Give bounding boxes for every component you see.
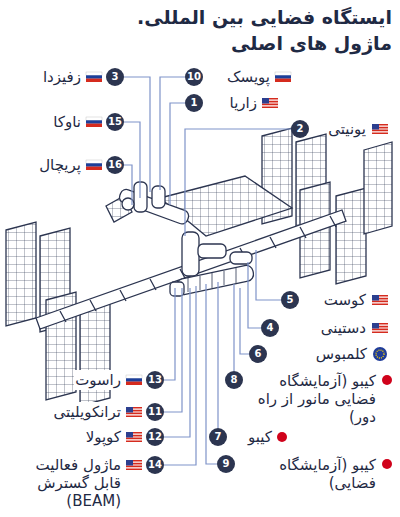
module-name: کوست (323, 290, 367, 310)
russia-flag (126, 375, 142, 385)
callout-number: 9 (217, 455, 235, 473)
callout-number: 13 (146, 371, 164, 389)
radiator (160, 176, 292, 236)
callout-number: 7 (209, 428, 227, 446)
usa-flag (126, 460, 142, 470)
module-name: زاریا (229, 93, 258, 113)
module-name: دستینی (320, 318, 367, 338)
module-name: کیبو (آزمایشگاه فضایی) (245, 455, 377, 493)
callout-number: 1 (185, 94, 203, 112)
truss (36, 210, 346, 329)
usa-flag (126, 432, 142, 442)
russia-flag (275, 72, 291, 82)
solar-arrays (6, 128, 392, 406)
russian-segment (106, 182, 190, 226)
callout-number: 5 (281, 291, 299, 309)
module-name: راسوت (74, 370, 122, 390)
callout-number: 8 (225, 371, 243, 389)
callout-number: 2 (291, 120, 309, 138)
module-name: کلمبوس (315, 344, 368, 364)
us-segment (170, 232, 255, 296)
module-name: کوپولا (85, 427, 122, 447)
russia-flag (86, 117, 102, 127)
callout-number: 10 (185, 68, 203, 86)
eu-flag (373, 347, 387, 361)
module-name: زفیزدا (42, 67, 82, 87)
callout-number: 11 (146, 403, 164, 421)
japan-flag (277, 432, 287, 442)
usa-flag (262, 98, 278, 108)
module-name: ماژول فعالیت قابل گسترش (BEAM) (6, 455, 122, 511)
callout-number: 15 (106, 113, 124, 131)
callout-number: 12 (146, 428, 164, 446)
title: ایستگاه فضایی بین المللی. ماژول های اصلی (130, 4, 392, 56)
module-name: پویسک (226, 67, 271, 87)
callout-number: 4 (261, 319, 279, 337)
flags (86, 72, 392, 470)
usa-flag (372, 323, 388, 333)
module-name: پریچال (38, 155, 82, 175)
module-name: کیبو (247, 427, 273, 447)
usa-flag (126, 407, 142, 417)
module-name: یونیتی (327, 119, 367, 139)
japan-flag (382, 375, 392, 385)
callout-number: 6 (249, 345, 267, 363)
callout-number: 16 (106, 156, 124, 174)
module-name: ترانکویلیتی (52, 402, 122, 422)
usa-flag (372, 295, 388, 305)
japan-flag (382, 459, 392, 469)
russia-flag (86, 160, 102, 170)
module-name: کیبو (آزمایشگاه فضایی مانور از راه دور) (245, 371, 377, 427)
callout-number: 3 (106, 68, 124, 86)
module-name: ناوکا (52, 112, 82, 132)
callout-number: 14 (146, 456, 164, 474)
russia-flag (86, 72, 102, 82)
usa-flag (372, 124, 388, 134)
